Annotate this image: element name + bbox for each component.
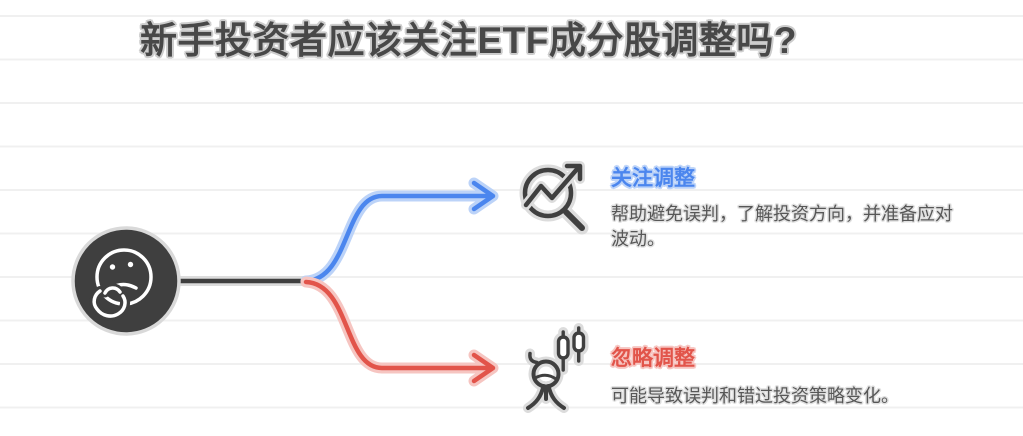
ignore-branch-label: 忽略调整: [611, 347, 695, 370]
ignore-branch-description: 可能导致误判和错过投资策略变化。: [611, 386, 899, 406]
ignore-branch-arrow: [300, 276, 499, 387]
page-title: 新手投资者应该关注ETF成分股调整吗?: [140, 20, 797, 61]
person-ignoring-chart-icon: [523, 323, 589, 413]
focus-branch-description: 帮助避免误判，了解投资方向，并准备应对波动。: [611, 204, 953, 249]
center-node: [71, 226, 181, 336]
thinking-face-icon: [89, 248, 153, 322]
focus-branch-arrow: [300, 177, 499, 287]
magnifier-trend-icon: [519, 161, 589, 235]
focus-branch-label: 关注调整: [611, 167, 695, 190]
